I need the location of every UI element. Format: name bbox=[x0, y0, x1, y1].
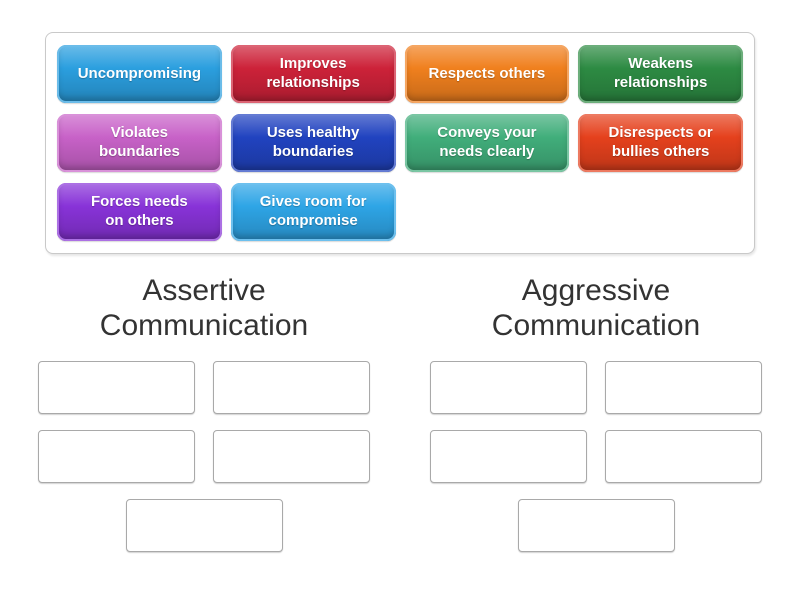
category-group-0: Assertive Communication bbox=[38, 274, 370, 552]
drop-slot[interactable] bbox=[213, 430, 370, 483]
category-group-1: Aggressive Communication bbox=[430, 274, 762, 552]
drop-slot[interactable] bbox=[430, 361, 587, 414]
word-tile[interactable]: Weakens relationships bbox=[578, 45, 743, 103]
drop-slot[interactable] bbox=[517, 499, 675, 552]
word-tile[interactable]: Uses healthy boundaries bbox=[230, 114, 396, 172]
word-tile-label: Improves relationships bbox=[266, 55, 360, 91]
drop-slot[interactable] bbox=[430, 430, 587, 483]
word-tile-label: Violates boundaries bbox=[98, 124, 180, 160]
drop-slot[interactable] bbox=[213, 361, 370, 414]
word-tile[interactable]: Improves relationships bbox=[230, 45, 396, 103]
category-groups: Assertive Communication Aggressive Commu… bbox=[38, 274, 762, 552]
category-title: Assertive Communication bbox=[99, 274, 309, 342]
word-tile-label: Gives room for compromise bbox=[259, 193, 367, 229]
drop-slot[interactable] bbox=[605, 430, 762, 483]
word-tile-label: Conveys your needs clearly bbox=[437, 124, 537, 160]
drop-slot[interactable] bbox=[38, 361, 195, 414]
word-tile[interactable]: Uncompromising bbox=[57, 45, 222, 103]
word-tile-label: Uses healthy boundaries bbox=[266, 124, 360, 160]
word-tile[interactable]: Violates boundaries bbox=[57, 114, 222, 172]
drop-slot-grid bbox=[38, 361, 370, 552]
word-tile-label: Respects others bbox=[428, 64, 546, 82]
category-title: Aggressive Communication bbox=[491, 274, 701, 342]
word-tile-label: Disrespects or bullies others bbox=[608, 124, 713, 160]
word-tile-label: Weakens relationships bbox=[613, 55, 708, 91]
word-tile-label: Uncompromising bbox=[77, 64, 202, 82]
drop-slot-grid bbox=[430, 361, 762, 552]
word-tile[interactable]: Conveys your needs clearly bbox=[404, 114, 570, 172]
word-tile-label: Forces needs on others bbox=[91, 193, 188, 229]
drop-slot[interactable] bbox=[125, 499, 283, 552]
word-tile[interactable]: Forces needs on others bbox=[57, 183, 222, 241]
drop-slot[interactable] bbox=[605, 361, 762, 414]
word-tile[interactable]: Disrespects or bullies others bbox=[578, 114, 743, 172]
word-bank: Uncompromising Improves relationships Re… bbox=[45, 32, 755, 254]
drop-slot[interactable] bbox=[38, 430, 195, 483]
word-tile[interactable]: Gives room for compromise bbox=[230, 183, 396, 241]
word-tile[interactable]: Respects others bbox=[404, 45, 570, 103]
